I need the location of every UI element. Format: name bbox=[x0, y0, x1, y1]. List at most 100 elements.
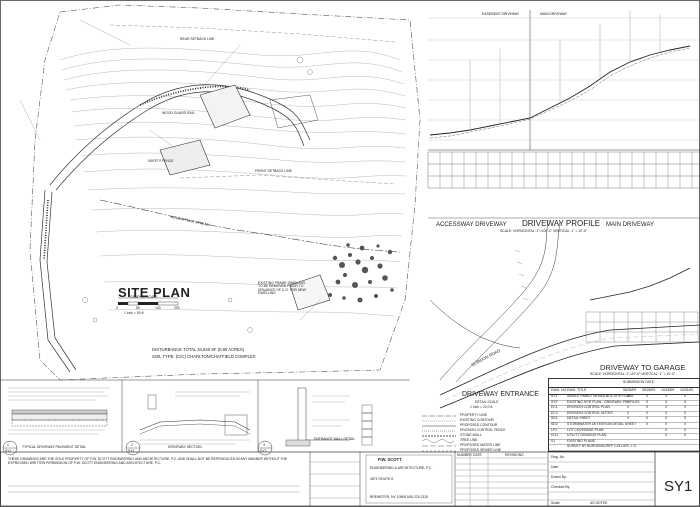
main-driveway-label: MAIN DRIVEWAY bbox=[540, 12, 568, 16]
accessway-driveway-title: ACCESSWAY DRIVEWAY bbox=[436, 222, 507, 228]
scale-tick-100: 100 bbox=[155, 306, 161, 310]
submission-mark-cell: X bbox=[684, 405, 687, 410]
submission-mark-cell: X bbox=[665, 433, 668, 438]
legend-item: PROPOSED SEWER LINE bbox=[460, 448, 502, 452]
legend-item: TREE LINE bbox=[460, 438, 478, 442]
submission-mark-cell: X bbox=[684, 427, 687, 432]
driveway-profile-title: DRIVEWAY PROFILE bbox=[522, 219, 601, 228]
submission-mark-cell: X bbox=[646, 410, 649, 415]
submission-mark-cell: X bbox=[665, 394, 668, 398]
entrance-detail-scale: DETAIL SCALE bbox=[475, 400, 499, 404]
driveway-to-garage-title: DRIVEWAY TO GARAGE bbox=[600, 363, 686, 372]
scale-tick-50: 50 bbox=[136, 306, 140, 310]
soil-note: SOIL TYPE: (CrC) CHARLTON/CHATFIELD COMP… bbox=[152, 354, 256, 359]
submission-mark-cell: X bbox=[684, 394, 687, 398]
drawing-list-header-row: DWG. NO. DWG. TITLE 08/26/09 08/28/09 10… bbox=[549, 387, 699, 395]
firm-address-1: 3871 ROUTE 6 bbox=[370, 477, 394, 481]
drawing-title-cell: DETAIL SHEET bbox=[567, 416, 591, 421]
submission-mark-cell: X bbox=[627, 410, 630, 415]
drawing-list-row: S1 EXISTING PLANS bbox=[549, 439, 699, 446]
submission-mark-cell: X bbox=[646, 416, 649, 421]
easement-driveway-label: EASEMENT DRIVEWAY bbox=[482, 12, 520, 16]
drawing-title-cell: SINGLE FAMILY RESIDENCE SITE PLANS bbox=[567, 394, 634, 398]
submission-mark-cell: X bbox=[665, 410, 668, 415]
detail-1-number: 1 bbox=[7, 443, 9, 447]
submission-mark-cell: X bbox=[627, 399, 630, 404]
drawing-title-cell: STORMWATER DETENTION DETAIL SHEET bbox=[567, 422, 637, 426]
submission-mark-cell: X bbox=[665, 422, 668, 426]
entrance-scale-value: 1 inch = 20.0 ft. bbox=[470, 405, 494, 409]
submission-mark-cell: X bbox=[684, 399, 687, 404]
rev-revisions-header: REVISIONS bbox=[505, 453, 524, 457]
submission-mark-cell: X bbox=[684, 410, 687, 415]
submission-mark-cell: X bbox=[646, 394, 649, 398]
rear-setback-label: REAR SETBACK LINE bbox=[180, 37, 215, 41]
col-dwg-no: DWG. NO. bbox=[551, 388, 568, 392]
drawing-list-row: SURVEY BY BURGENDORFF COLLIER, L.S. bbox=[549, 444, 699, 451]
detail-3-number: 3 bbox=[263, 443, 265, 447]
rev-number-header: NUMBER bbox=[457, 453, 472, 457]
submission-mark-cell: X bbox=[665, 399, 668, 404]
disturbance-note: DISTURBANCE TOTAL 34,640 SF (0.80 ACRES) bbox=[152, 347, 245, 352]
sheet-number: SY1 bbox=[664, 478, 693, 495]
drawing-number-cell: EC1 bbox=[551, 405, 558, 410]
scale-units: 1 inch = 50 ft bbox=[124, 311, 144, 315]
date-label: Date: bbox=[551, 465, 560, 469]
col-date-2: 08/28/09 bbox=[642, 388, 656, 392]
rev-date-header: DATE bbox=[473, 453, 482, 457]
col-dwg-title: DWG. TITLE bbox=[567, 388, 587, 392]
legend-item: PROPOSED WATER LINE bbox=[460, 443, 501, 447]
dwg-no-label: Dwg. No. bbox=[551, 455, 565, 459]
drawing-number-cell: UG1 bbox=[551, 433, 558, 438]
submission-mark-cell: X bbox=[627, 394, 630, 398]
drawing-title-cell: UTILITY GRADING PLAN bbox=[567, 433, 607, 438]
legend-item: PROPOSED CONTOUR bbox=[460, 423, 498, 427]
drawing-number-cell: SY2 bbox=[551, 399, 558, 404]
drawing-title-cell: LOT COVERAGE PLAN bbox=[567, 427, 604, 432]
col-date-4: 10/31/09 bbox=[680, 388, 694, 392]
scale-label: Scale: bbox=[551, 501, 561, 505]
legend-item: EXISTING CONTOUR bbox=[460, 418, 494, 422]
submission-mark-cell: X bbox=[665, 405, 668, 410]
drawing-title-cell: EROSION CONTROL NOTES bbox=[567, 410, 613, 415]
garage-scale: SCALE: HORIZONTAL: 1"=20'-0" VERTICAL: 1… bbox=[590, 372, 676, 376]
submission-mark-cell: X bbox=[646, 399, 649, 404]
submission-mark-cell: X bbox=[627, 416, 630, 421]
submission-mark-cell: X bbox=[684, 433, 687, 438]
scale-tick-200: 200 bbox=[174, 306, 180, 310]
drawn-by-label: Drawn By: bbox=[551, 475, 567, 479]
driveway-entrance-title: DRIVEWAY ENTRANCE bbox=[462, 391, 539, 398]
scale-value: AS NOTED bbox=[590, 501, 608, 505]
firm-address-2: BREWSTER, NY 10509 845-278-2115 bbox=[370, 495, 428, 499]
scale-tick-0: 0 bbox=[116, 306, 118, 310]
drawing-number-cell: EC2 bbox=[551, 410, 558, 415]
copyright-note: THESE DRAWINGS ARE THE SOLE PROPERTY OF … bbox=[8, 457, 288, 465]
checked-by-label: Checked By: bbox=[551, 485, 571, 489]
legend-item: EROSION CONTROL FENCE bbox=[460, 428, 506, 432]
detail-3-sheet: SY1 bbox=[260, 449, 267, 453]
col-date-3: 10/15/09 bbox=[661, 388, 675, 392]
detail-1-title: TYPICAL DRIVEWAY PAVEMENT DETAIL bbox=[22, 445, 87, 449]
submission-mark-cell: X bbox=[665, 427, 668, 432]
drawing-title-cell: EXISTING PLANS bbox=[567, 438, 595, 443]
profile-scale: SCALE: HORIZONTAL: 1"=100'-0" VERTICAL: … bbox=[500, 229, 588, 233]
graphic-scale-label: GRAPHIC SCALE bbox=[130, 295, 158, 299]
col-date-1: 08/26/09 bbox=[623, 388, 637, 392]
submission-date-header: SUBMISSION DATE bbox=[623, 380, 655, 384]
safety-fence-label: SAFETY FENCE bbox=[148, 159, 174, 163]
drawing-number-cell: S1 bbox=[551, 438, 556, 443]
submission-mark-cell: X bbox=[684, 416, 687, 421]
detail-3-title: ENTRANCE WALL DETAIL bbox=[314, 437, 356, 441]
site-plan-title: SITE PLAN bbox=[118, 285, 191, 300]
detail-1-sheet: SY1 bbox=[5, 449, 12, 453]
drawing-number-cell: SD1 bbox=[551, 416, 558, 421]
detail-2-number: 2 bbox=[131, 443, 133, 447]
firm-type: ENGINEERING & ARCHITECTURE, P.C. bbox=[370, 466, 433, 470]
